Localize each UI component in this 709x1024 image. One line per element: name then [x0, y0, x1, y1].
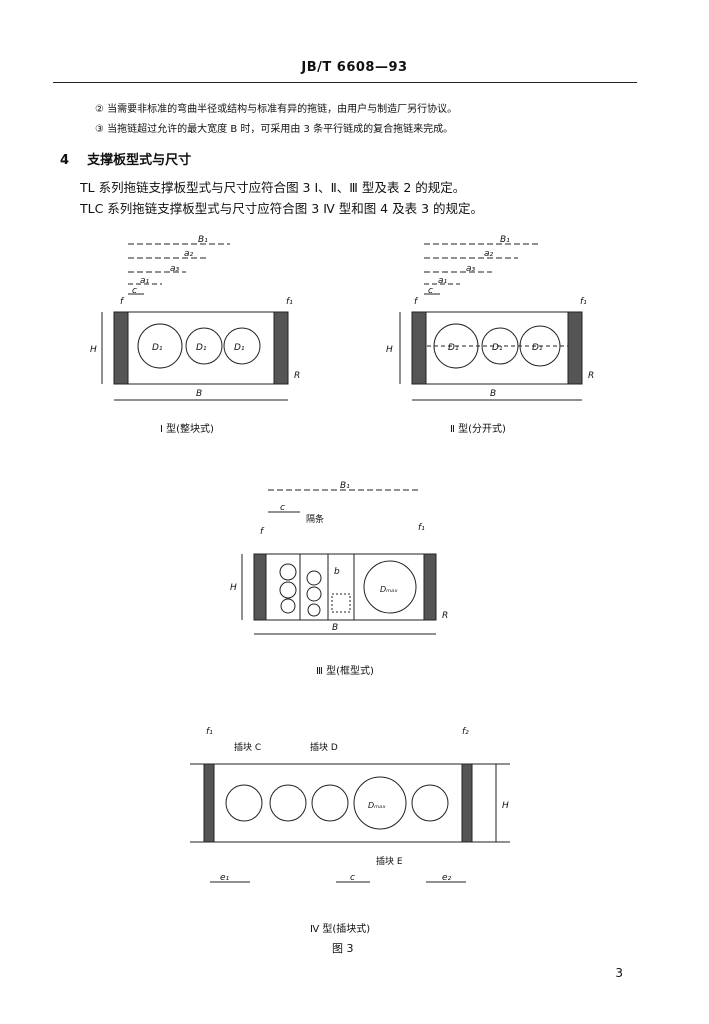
- note-2: ② 当需要非标准的弯曲半径或结构与标准有异的拖链，由用户与制造厂另行协议。: [95, 104, 458, 115]
- fig1-label-R: R: [294, 371, 300, 381]
- note-3: ③ 当拖链超过允许的最大宽度 B 时，可采用由 3 条平行链成的复合拖链来完成。: [95, 124, 454, 135]
- fig4-label-insert-D: 插块 D: [310, 741, 338, 753]
- fig2-label-R: R: [588, 371, 594, 381]
- fig4-label-f1: f₁: [206, 727, 213, 737]
- figure-type-1: B₁ a₂ a₃ a₁ c f f₁ D₁ D₁ D₁ H B R Ⅰ 型(整块…: [90, 235, 300, 435]
- section-title: 支撑板型式与尺寸: [87, 153, 192, 168]
- fig3-label-Dmax: Dₘₐₓ: [380, 585, 398, 594]
- fig3-label-f1: f₁: [418, 523, 425, 533]
- fig1-label-D-b: D₁: [196, 343, 207, 353]
- fig1-caption: Ⅰ 型(整块式): [160, 422, 214, 435]
- fig4-label-e2: e₂: [442, 873, 452, 883]
- figure-type-4: f₁ f₂ 插块 C 插块 D Dₘₐₓ H 插块 E e₁ c e₂ Ⅳ 型(…: [190, 727, 510, 955]
- fig4-label-e1: e₁: [220, 873, 230, 883]
- page-number: 3: [615, 966, 623, 980]
- fig1-label-D-a: D₁: [152, 343, 163, 353]
- fig4-label-Dmax: Dₘₐₓ: [368, 801, 386, 810]
- fig4-label-c: c: [350, 873, 355, 883]
- fig3-caption: Ⅲ 型(框型式): [316, 664, 374, 677]
- fig4-label-insert-C: 插块 C: [234, 741, 261, 753]
- section-number: 4: [60, 153, 70, 168]
- section-heading: 4 支撑板型式与尺寸: [60, 149, 191, 168]
- fig1-label-B1: B₁: [198, 235, 208, 245]
- fig3-label-B: B: [332, 623, 338, 633]
- fig2-label-D-a: D₁: [448, 343, 459, 353]
- fig1-label-f1: f₁: [286, 297, 293, 307]
- fig3-label-c: c: [280, 503, 285, 513]
- fig2-label-f: f: [414, 297, 419, 307]
- fig3-label-f: f: [260, 527, 265, 537]
- fig2-label-a3: a₃: [466, 264, 476, 274]
- standard-number-header: JB/T 6608—93: [301, 60, 408, 75]
- figure-3-caption: 图 3: [332, 942, 354, 955]
- header-rule: [53, 82, 637, 83]
- fig2-label-a1: a₁: [438, 276, 448, 286]
- fig3-label-divider: 隔条: [306, 513, 324, 525]
- fig2-caption: Ⅱ 型(分开式): [450, 422, 506, 435]
- fig1-label-B: B: [196, 389, 202, 399]
- fig4-label-insert-E: 插块 E: [376, 855, 403, 867]
- fig1-label-D-c: D₁: [234, 343, 245, 353]
- fig4-label-f2: f₂: [462, 727, 469, 737]
- fig1-label-c-top: c: [132, 286, 137, 296]
- fig1-label-H: H: [90, 345, 97, 355]
- fig2-label-H: H: [386, 345, 393, 355]
- fig1-label-a2: a₂: [184, 249, 194, 259]
- fig4-label-H: H: [502, 801, 509, 811]
- fig2-label-c-top: c: [428, 286, 433, 296]
- fig2-label-B: B: [490, 389, 496, 399]
- fig3-label-H: H: [230, 583, 237, 593]
- fig2-label-f1: f₁: [580, 297, 587, 307]
- fig2-label-D-b: D₁: [492, 343, 503, 353]
- fig1-label-a1: a₁: [140, 276, 150, 286]
- paragraph-2: TLC 系列拖链支撑板型式与尺寸应符合图 3 Ⅳ 型和图 4 及表 3 的规定。: [80, 201, 484, 216]
- fig1-label-a3: a₃: [170, 264, 180, 274]
- fig3-label-B1: B₁: [340, 481, 350, 491]
- fig4-caption: Ⅳ 型(插块式): [310, 922, 370, 935]
- figure-type-3: B₁ c f f₁ 隔条 b Dₘₐₓ H B R Ⅲ 型(框型式): [230, 481, 448, 677]
- fig2-label-D-c: D₁: [532, 343, 543, 353]
- fig3-label-b: b: [334, 567, 340, 577]
- fig3-label-R: R: [442, 611, 448, 621]
- fig1-label-f: f: [120, 297, 125, 307]
- fig2-label-a2: a₂: [484, 249, 494, 259]
- figure-type-2: B₁ a₂ a₃ a₁ c f f₁ D₁ D₁ D₁ H B R Ⅱ 型(分开…: [386, 235, 594, 435]
- fig2-label-B1: B₁: [500, 235, 510, 245]
- paragraph-1: TL 系列拖链支撑板型式与尺寸应符合图 3 Ⅰ、Ⅱ、Ⅲ 型及表 2 的规定。: [80, 180, 466, 195]
